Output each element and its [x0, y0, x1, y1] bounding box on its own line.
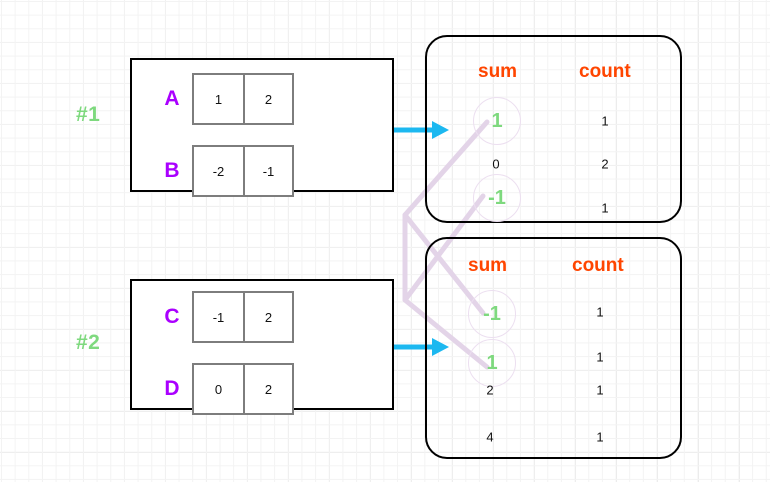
partition-row-A: A 1 2	[152, 73, 294, 125]
aggregate-1-count-1: 2	[601, 156, 609, 172]
row-letter-B: B	[164, 159, 180, 182]
partition-row-B: B -2 -1	[152, 145, 294, 197]
aggregate-1-sum-0: 1	[473, 97, 521, 145]
row-letter-D: D	[164, 377, 180, 400]
cell-A-1: 2	[243, 75, 292, 123]
aggregate-2-sum-0: -1	[468, 290, 516, 338]
aggregate-2-count-0: 1	[596, 304, 604, 320]
partition-box-1: A 1 2 B -2 -1	[130, 58, 394, 197]
row-cells-C: -1 2	[192, 291, 294, 343]
cell-C-0: -1	[212, 309, 225, 325]
row-cells-A: 1 2	[192, 73, 294, 125]
aggregate-1-count-0: 1	[601, 113, 609, 129]
aggregate-2-count-3: 1	[596, 429, 604, 445]
cell-D-0: 0	[214, 381, 223, 397]
aggregate-2-sum-2: 2	[486, 382, 494, 398]
cell-C-1: 2	[243, 293, 292, 341]
aggregate-2-sum-3: 4	[486, 429, 494, 445]
partition-label-1: #1	[76, 103, 101, 126]
cell-B-1: -1	[243, 147, 292, 195]
partition-row-C: C -1 2	[152, 291, 294, 343]
aggregate-1-header-sum: sum	[478, 61, 518, 82]
partition-box-2: C -1 2 D 0 2	[130, 279, 394, 415]
aggregate-1-count-2: 1	[601, 200, 609, 216]
aggregate-2-count-1: 1	[596, 349, 604, 365]
aggregate-2-count-2: 1	[596, 382, 604, 398]
aggregate-1-sum-2: -1	[473, 174, 521, 222]
aggregate-2-sum-1: 1	[468, 339, 516, 387]
aggregate-1-sum-1: 0	[492, 156, 500, 172]
aggregate-2-header-count: count	[572, 255, 624, 276]
row-letter-C: C	[164, 305, 180, 328]
aggregate-1-header-count: count	[579, 61, 631, 82]
cell-D-1: 2	[243, 365, 292, 413]
row-letter-A: A	[164, 87, 180, 110]
aggregate-2-header-sum: sum	[468, 255, 508, 276]
aggregate-box-1	[425, 35, 682, 223]
row-cells-B: -2 -1	[192, 145, 294, 197]
cell-B-0: -2	[212, 163, 225, 179]
row-cells-D: 0 2	[192, 363, 294, 415]
cell-A-0: 1	[214, 91, 223, 107]
partition-row-D: D 0 2	[152, 363, 294, 415]
partition-label-2: #2	[76, 331, 101, 354]
aggregate-box-2	[425, 237, 682, 459]
